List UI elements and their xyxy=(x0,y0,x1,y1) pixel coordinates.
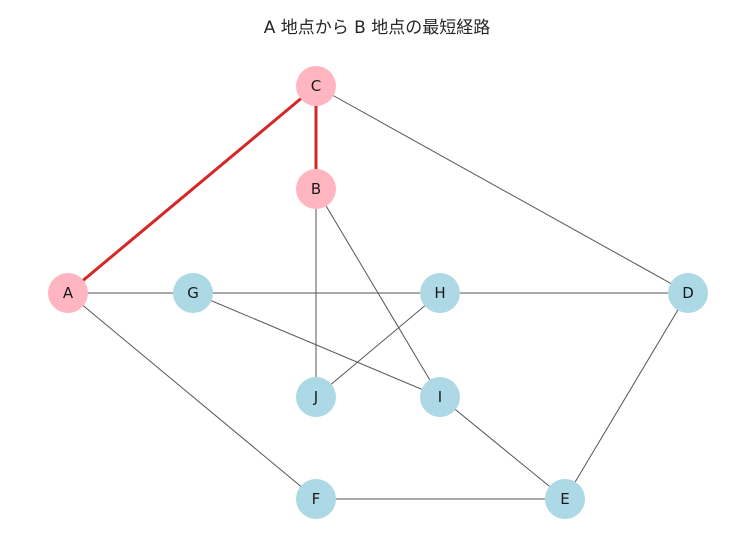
node-circle-a xyxy=(48,273,88,313)
edge-e-d xyxy=(564,292,689,500)
node-j: J xyxy=(296,377,336,417)
node-label-i: I xyxy=(438,388,442,406)
edge-a-f xyxy=(67,292,317,500)
node-a: A xyxy=(48,273,88,313)
node-circle-c xyxy=(296,66,336,106)
edges-layer xyxy=(67,84,689,500)
node-label-f: F xyxy=(312,490,321,508)
node-circle-e xyxy=(545,479,585,519)
diagram-title: A 地点から B 地点の最短経路 xyxy=(264,18,491,38)
node-b: B xyxy=(296,169,336,209)
nodes-layer: A B C D E F G H I J xyxy=(48,66,708,519)
node-label-j: J xyxy=(313,388,318,406)
node-circle-b xyxy=(296,169,336,209)
node-label-c: C xyxy=(311,77,321,95)
node-label-g: G xyxy=(187,284,199,302)
node-label-a: A xyxy=(63,284,74,302)
node-g: G xyxy=(173,273,213,313)
node-circle-h xyxy=(420,273,460,313)
edge-c-d xyxy=(315,85,689,294)
node-label-b: B xyxy=(311,180,321,198)
edge-i-e xyxy=(439,396,566,500)
edge-a-c xyxy=(67,84,317,295)
node-i: I xyxy=(420,377,460,417)
edge-g-i xyxy=(192,292,441,398)
node-circle-f xyxy=(296,479,336,519)
node-f: F xyxy=(296,479,336,519)
node-circle-d xyxy=(668,273,708,313)
node-circle-i xyxy=(420,377,460,417)
node-e: E xyxy=(545,479,585,519)
node-label-e: E xyxy=(560,490,569,508)
edge-h-j xyxy=(315,292,441,398)
node-circle-j xyxy=(296,377,336,417)
node-label-h: H xyxy=(434,284,445,302)
node-label-d: D xyxy=(682,284,694,302)
node-circle-g xyxy=(173,273,213,313)
node-h: H xyxy=(420,273,460,313)
node-c: C xyxy=(296,66,336,106)
node-d: D xyxy=(668,273,708,313)
edge-b-i xyxy=(315,188,441,398)
